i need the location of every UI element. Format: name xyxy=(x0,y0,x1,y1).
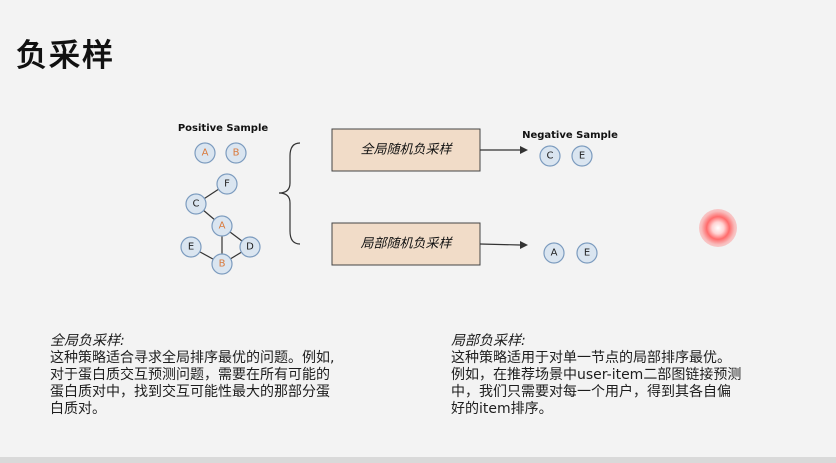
graph-node-a: A xyxy=(211,215,233,237)
svg-text:A: A xyxy=(219,221,226,232)
page-title: 负采样 xyxy=(16,38,115,74)
svg-text:E: E xyxy=(584,248,590,259)
negative-local-node-e: E xyxy=(576,242,598,264)
local-description-line: 中，我们只需要对每一个用户，得到其各自偏 xyxy=(451,384,731,400)
svg-text:F: F xyxy=(224,179,230,190)
negative-sample-heading: Negative Sample xyxy=(522,130,618,141)
global-description-line: 这种策略适合寻求全局排序最优的问题。例如, xyxy=(50,350,335,366)
graph-node-e: E xyxy=(180,236,202,258)
laser-pointer-dot xyxy=(699,209,737,247)
local-random-negative-sampling-box: 局部随机负采样 xyxy=(331,222,481,266)
graph-node-d: D xyxy=(239,236,261,258)
negative-global-node-c: C xyxy=(539,145,561,167)
svg-text:全局随机负采样: 全局随机负采样 xyxy=(360,142,453,158)
bottom-bar xyxy=(0,457,836,463)
svg-text:E: E xyxy=(188,242,194,253)
graph-node-f: F xyxy=(216,173,238,195)
positive-sample-heading: Positive Sample xyxy=(178,123,269,134)
svg-text:B: B xyxy=(219,259,226,270)
positive-node-b: B xyxy=(225,142,247,164)
local-description-heading: 局部负采样: xyxy=(451,333,526,349)
svg-text:C: C xyxy=(547,151,554,162)
global-description-line: 白质对。 xyxy=(50,401,106,417)
svg-text:B: B xyxy=(233,148,240,159)
negative-global-node-e: E xyxy=(571,145,593,167)
svg-text:C: C xyxy=(193,199,200,210)
svg-text:A: A xyxy=(551,248,558,259)
negative-local-node-a: A xyxy=(543,242,565,264)
local-description-line: 例如，在推荐场景中user-item二部图链接预测 xyxy=(451,367,742,383)
negative-sampling-diagram: Positive Sample A B F C xyxy=(178,123,618,275)
graph-node-c: C xyxy=(185,193,207,215)
positive-node-a: A xyxy=(194,142,216,164)
svg-text:D: D xyxy=(246,242,254,253)
svg-text:局部随机负采样: 局部随机负采样 xyxy=(360,237,453,252)
global-description-heading: 全局负采样: xyxy=(50,333,125,349)
local-description-line: 好的item排序。 xyxy=(451,401,553,417)
global-description-line: 对于蛋白质交互预测问题，需要在所有可能的 xyxy=(50,367,330,383)
local-sampling-description: 局部负采样: 这种策略适用于对单一节点的局部排序最优。 例如，在推荐场景中use… xyxy=(451,333,796,418)
global-random-negative-sampling-box: 全局随机负采样 xyxy=(331,128,481,172)
local-description-line: 这种策略适用于对单一节点的局部排序最优。 xyxy=(451,350,731,366)
svg-text:A: A xyxy=(202,148,209,159)
curly-brace xyxy=(278,142,301,245)
global-sampling-description: 全局负采样: 这种策略适合寻求全局排序最优的问题。例如, 对于蛋白质交互预测问题… xyxy=(50,333,400,418)
global-description-line: 蛋白质对中，找到交互可能性最大的那部分蛋 xyxy=(50,384,330,400)
local-arrow xyxy=(479,241,528,249)
svg-text:E: E xyxy=(579,151,585,162)
global-arrow xyxy=(480,146,528,154)
graph-node-b: B xyxy=(211,253,233,275)
